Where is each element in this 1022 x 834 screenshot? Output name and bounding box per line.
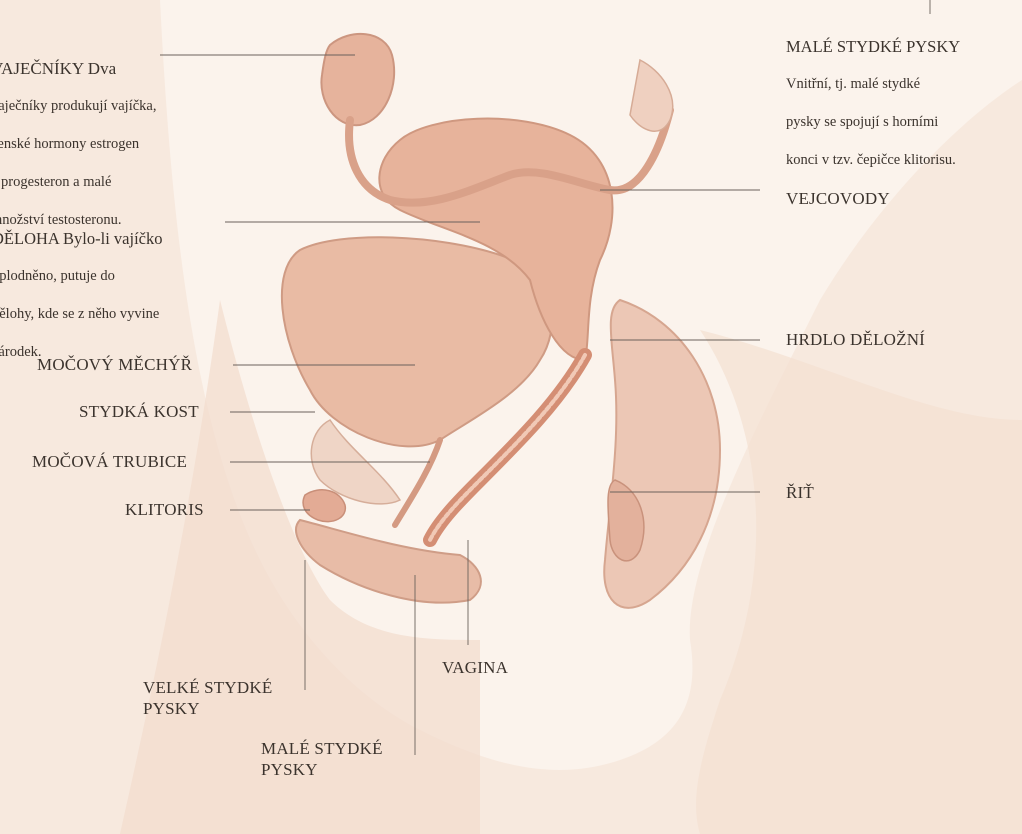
label-klitoris: KLITORIS — [125, 500, 204, 520]
male-pysky-top-line-1: Vnitřní, tj. malé stydké — [786, 75, 960, 94]
label-mocovy-mechyr: MOČOVÝ MĚCHÝŘ — [37, 355, 192, 375]
clitoris-shape — [303, 490, 345, 522]
male-pysky-top-line-2: pysky se spojují s horními — [786, 113, 960, 132]
label-male-pysky-bottom: MALÉ STYDKÉ PYSKY — [261, 738, 383, 780]
label-vagina: VAGINA — [442, 658, 508, 678]
deloha-line-2: oplodněno, putuje do — [0, 267, 162, 286]
vajecniky-line-4: a progesteron a malé — [0, 173, 157, 192]
label-rit: ŘIŤ — [786, 483, 814, 503]
label-male-pysky-top: MALÉ STYDKÉ PYSKY Vnitřní, tj. malé styd… — [786, 18, 960, 189]
bladder-shape — [282, 237, 552, 446]
deloha-line-1: DĚLOHA Bylo-li vajíčko — [0, 229, 162, 248]
vajecniky-line-1: VAJEČNÍKY Dva — [0, 59, 157, 78]
labia-shape — [296, 520, 481, 603]
male-pysky-top-title: MALÉ STYDKÉ PYSKY — [786, 37, 960, 56]
vajecniky-line-3: ženské hormony estrogen — [0, 135, 157, 154]
urethra-shape — [395, 440, 440, 525]
fimbriae-shape — [630, 60, 673, 131]
vajecniky-line-2: vaječníky produkují vajíčka, — [0, 97, 157, 116]
label-stydka-kost: STYDKÁ KOST — [79, 402, 199, 422]
label-velke-pysky: VELKÉ STYDKÉ PYSKY — [143, 677, 272, 719]
ovary-shape — [321, 34, 394, 125]
label-vejcovody: VEJCOVODY — [786, 189, 890, 209]
male-pysky-top-line-3: konci v tzv. čepičce klitorisu. — [786, 151, 960, 170]
label-hrdlo: HRDLO DĚLOŽNÍ — [786, 330, 925, 350]
label-mocova-trubice: MOČOVÁ TRUBICE — [32, 452, 187, 472]
deloha-line-3: dělohy, kde se z něho vyvine — [0, 305, 162, 324]
